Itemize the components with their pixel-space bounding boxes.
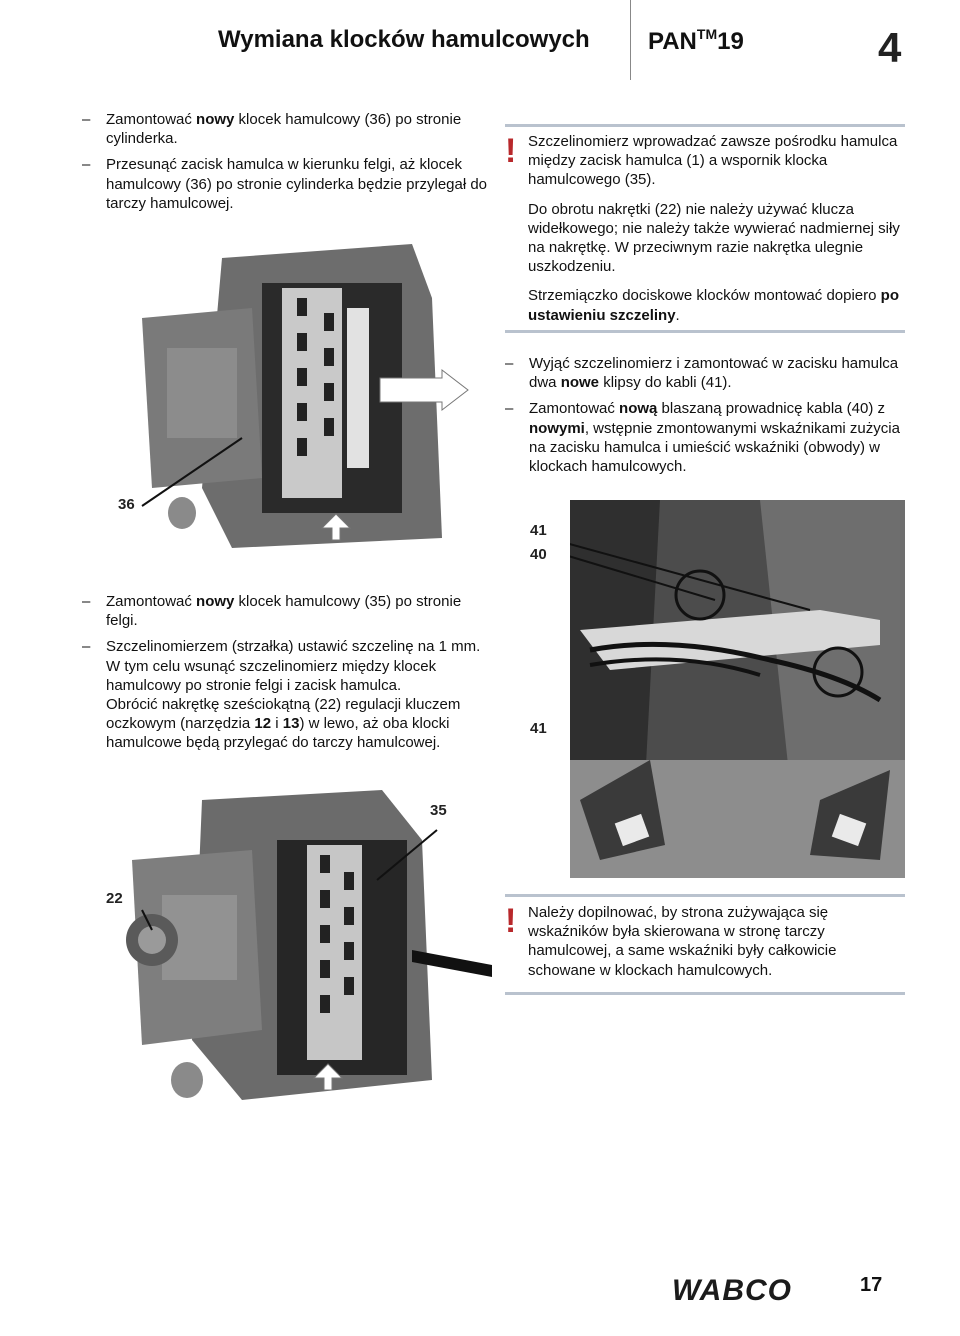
text-run: , wstępnie zmontowanymi wskaźnikami zuży… — [529, 419, 900, 476]
list-item: –Szczelinomierzem (strzałka) ustawić szc… — [82, 637, 482, 695]
text-run: klocek hamulcowy (36) po stronie cylinde… — [106, 111, 462, 148]
text-run: Strzemiączko dociskowe klocków montować … — [528, 287, 881, 305]
warning-note: Szczelinomierz wprowadzać zawsze pośrodk… — [528, 132, 908, 335]
note-paragraph: Do obrotu nakrętki (22) nie należy używa… — [528, 200, 900, 276]
text-run-bold: nowymi — [529, 419, 585, 437]
page-number: 17 — [860, 1274, 883, 1296]
text-run: Zamontować — [529, 400, 620, 418]
dash-bullet: – — [505, 355, 514, 372]
steps-top-left: –Zamontować nowy klocek hamulcowy (36) p… — [82, 110, 492, 220]
text-run: Szczelinomierzem (strzałka) ustawić szcz… — [106, 638, 481, 694]
dash-bullet: – — [82, 111, 91, 128]
figure-label-41: 41 — [530, 522, 547, 539]
note-rule-top — [505, 124, 905, 127]
warning-note-2: Należy dopilnować, by strona zużywająca … — [528, 904, 837, 979]
warning-icon: ! — [505, 132, 517, 170]
figure-label-35: 35 — [430, 802, 447, 819]
text-run: Obrócić nakrętkę sześciokątną (22) regul… — [106, 696, 461, 733]
text-run: Zamontować — [106, 593, 197, 610]
text-run-bold: nową — [619, 400, 658, 418]
caliper-photo-1 — [112, 238, 492, 556]
list-item: –Zamontować nową blaszaną prowadnicę kab… — [505, 399, 910, 476]
list-item: –Wyjąć szczelinomierz i zamontować w zac… — [505, 354, 910, 392]
wabco-logo: WABCO — [672, 1274, 792, 1307]
text-run-bold: nowe — [560, 374, 600, 392]
figure-label-36: 36 — [118, 496, 135, 513]
text-run: Wyjąć szczelinomierz i zamontować w zaci… — [529, 355, 899, 392]
header-divider — [630, 0, 631, 80]
text-run-bold: nowy — [196, 593, 235, 610]
warning-icon: ! — [505, 902, 517, 940]
text-run: klipsy do kabli (41). — [599, 374, 732, 392]
list-item-continuation: Obrócić nakrętkę sześciokątną (22) regul… — [82, 695, 482, 753]
note-paragraph: Szczelinomierz wprowadzać zawsze pośrodk… — [528, 133, 898, 189]
dash-bullet: – — [82, 638, 91, 656]
product-number: 19 — [717, 28, 744, 55]
trademark-sup: TM — [696, 26, 718, 42]
text-run: . — [675, 306, 680, 324]
text-run-bold: po ustawieniu szczeliny — [528, 287, 899, 324]
product-name: PANTM19 — [648, 26, 744, 56]
note-rule-bottom — [505, 330, 905, 333]
text-run-bold: nowy — [196, 111, 235, 128]
chapter-number: 4 — [878, 24, 902, 71]
text-run: blaszaną prowadnicę kabla (40) z — [657, 400, 886, 418]
dash-bullet: – — [505, 400, 514, 418]
dash-bullet: – — [82, 593, 91, 610]
figure-label-22: 22 — [106, 890, 123, 907]
list-item: –Zamontować nowy klocek hamulcowy (36) p… — [82, 110, 492, 148]
product-name-text: PAN — [648, 28, 697, 55]
steps-mid-left: –Zamontować nowy klocek hamulcowy (35) p… — [82, 592, 482, 753]
figure-label-41-lower: 41 — [530, 720, 547, 737]
steps-right: –Wyjąć szczelinomierz i zamontować w zac… — [505, 354, 910, 483]
text-run: i — [271, 715, 283, 733]
dash-bullet: – — [82, 156, 91, 174]
list-item: –Przesunąć zacisk hamulca w kierunku fel… — [82, 155, 492, 213]
text-run: Przesunąć zacisk hamulca w kierunku felg… — [106, 156, 488, 212]
cable-guide-photo — [520, 500, 905, 878]
note-paragraph: Strzemiączko dociskowe klocków montować … — [528, 286, 908, 324]
text-run: ) w lewo, aż oba klocki hamulcowe będą p… — [106, 715, 450, 752]
text-run-bold: 13 — [282, 715, 300, 733]
note2-rule-bottom — [505, 992, 905, 995]
caliper-photo-2 — [92, 780, 492, 1110]
text-run-bold: 12 — [254, 715, 272, 733]
figure-label-40: 40 — [530, 546, 547, 563]
list-item: –Zamontować nowy klocek hamulcowy (35) p… — [82, 592, 482, 630]
text-run: Zamontować — [106, 111, 197, 128]
page-title: Wymiana klocków hamulcowych — [218, 26, 590, 53]
note2-rule-top — [505, 894, 905, 897]
text-run: klocek hamulcowy (35) po stronie felgi. — [106, 593, 462, 630]
